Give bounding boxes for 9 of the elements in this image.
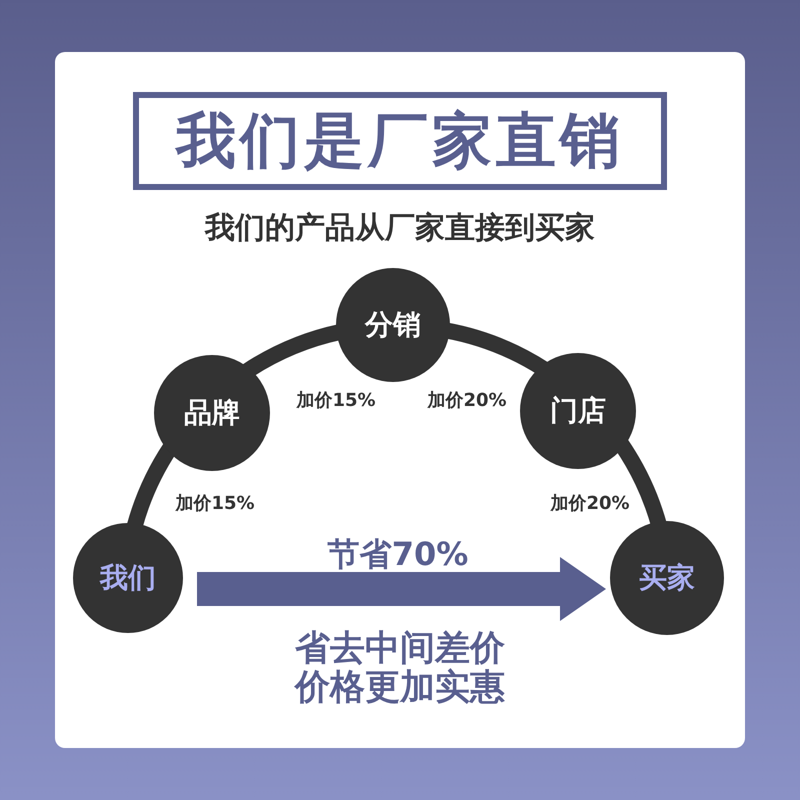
slogan-text: 省去中间差价价格更加实惠	[293, 630, 506, 706]
subtitle: 我们的产品从厂家直接到买家	[204, 212, 596, 244]
title: 我们是厂家直销	[176, 104, 624, 178]
edge-label: 加价15%	[294, 388, 378, 412]
edge-label: 加价15%	[173, 491, 257, 515]
block-arrow	[197, 557, 606, 621]
edge-label: 加价20%	[425, 388, 509, 412]
edge-label: 节省70%	[326, 534, 470, 575]
edge-label: 加价20%	[548, 491, 632, 515]
